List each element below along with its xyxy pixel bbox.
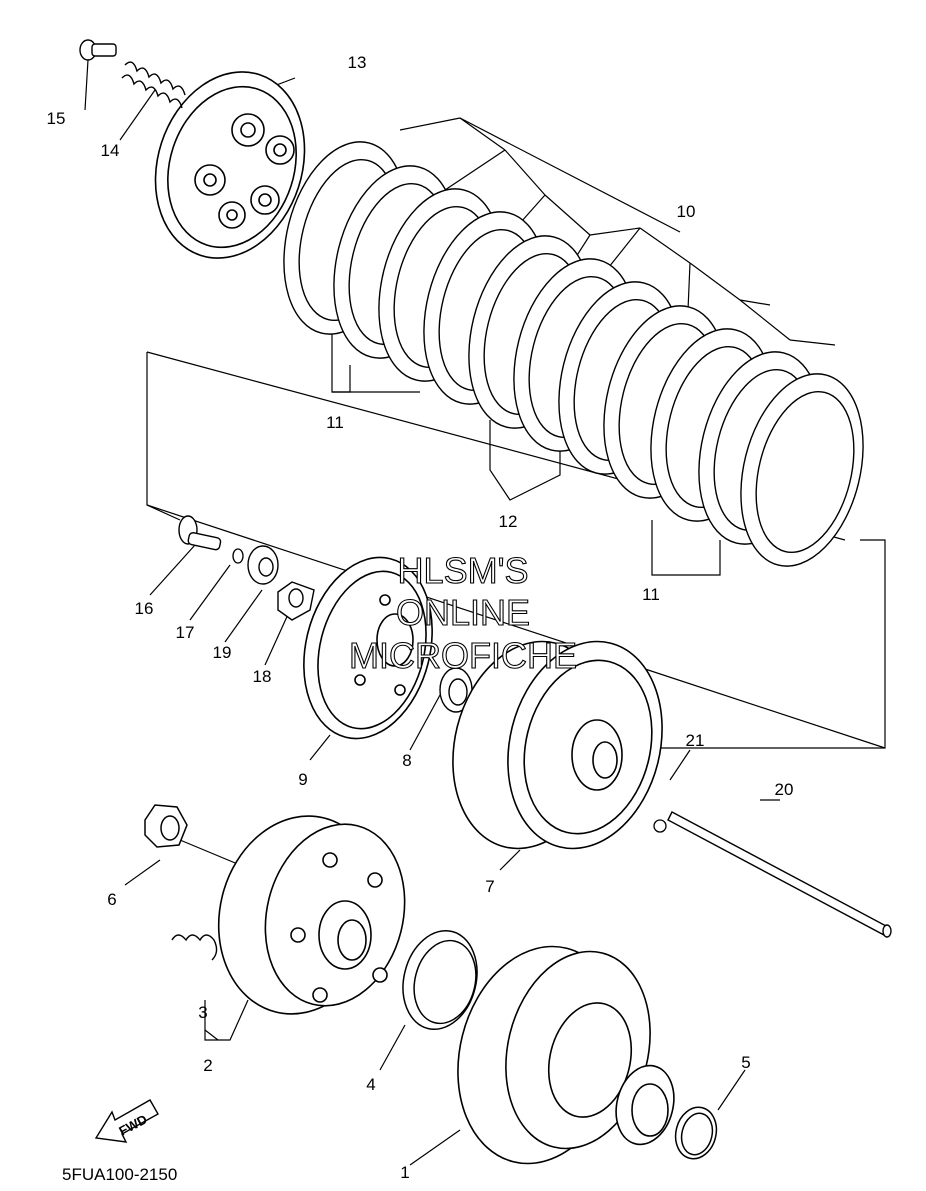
shoe-spring [171, 934, 218, 961]
watermark-line-1: HLSM'S [398, 550, 529, 591]
callout-12: 12 [499, 512, 518, 531]
steel-ball [653, 819, 667, 833]
thrust-washer [439, 667, 473, 713]
o-ring [232, 548, 244, 564]
callout-20: 20 [775, 780, 794, 799]
callout-11-lower: 11 [642, 585, 660, 604]
lock-nut [247, 545, 279, 585]
callout-21: 21 [686, 731, 705, 750]
pressure-plate [154, 71, 306, 259]
callout-3: 3 [198, 1003, 207, 1022]
long-push-rod [667, 811, 892, 938]
watermark-line-2: ONLINE [396, 592, 530, 633]
fwd-arrow-icon: FWD [94, 1099, 159, 1143]
callout-17: 17 [176, 623, 195, 642]
callout-2: 2 [203, 1056, 212, 1075]
callout-9: 9 [298, 770, 307, 789]
fwd-label: FWD [116, 1111, 149, 1138]
leader-lines [84, 59, 886, 1166]
primary-driven-gear [303, 556, 433, 740]
clutch-housing [457, 945, 675, 1165]
callout-6: 6 [107, 890, 116, 909]
callout-7: 7 [485, 877, 494, 896]
circlip [674, 1106, 718, 1160]
diagram-code: 5FUA100-2150 [62, 1165, 177, 1184]
watermark: HLSM'S ONLINE MICROFICHE [348, 549, 577, 676]
callout-4: 4 [366, 1075, 375, 1094]
flange-nut [144, 804, 188, 848]
callout-11-upper: 11 [326, 413, 344, 432]
callout-14: 14 [101, 141, 120, 160]
callout-16: 16 [135, 599, 154, 618]
push-rod [178, 515, 222, 551]
callout-10: 10 [677, 202, 696, 221]
spring-bolt [79, 39, 117, 61]
callout-8: 8 [402, 751, 411, 770]
lock-washer [277, 581, 315, 621]
callout-15: 15 [47, 109, 66, 128]
friction-plate-stack [283, 141, 864, 567]
callout-13: 13 [348, 53, 367, 72]
callout-5: 5 [741, 1053, 750, 1072]
callout-19: 19 [213, 643, 232, 662]
clutch-carrier [217, 815, 406, 1015]
one-way-clutch [402, 929, 478, 1031]
callout-labels: 1 2 3 4 5 6 7 8 9 10 11 11 12 13 14 15 1… [47, 53, 794, 1182]
clutch-spring [121, 61, 186, 109]
callout-18: 18 [253, 667, 272, 686]
callout-1: 1 [400, 1163, 409, 1182]
clutch-boss [452, 640, 663, 850]
watermark-line-3: MICROFICHE [349, 635, 577, 676]
